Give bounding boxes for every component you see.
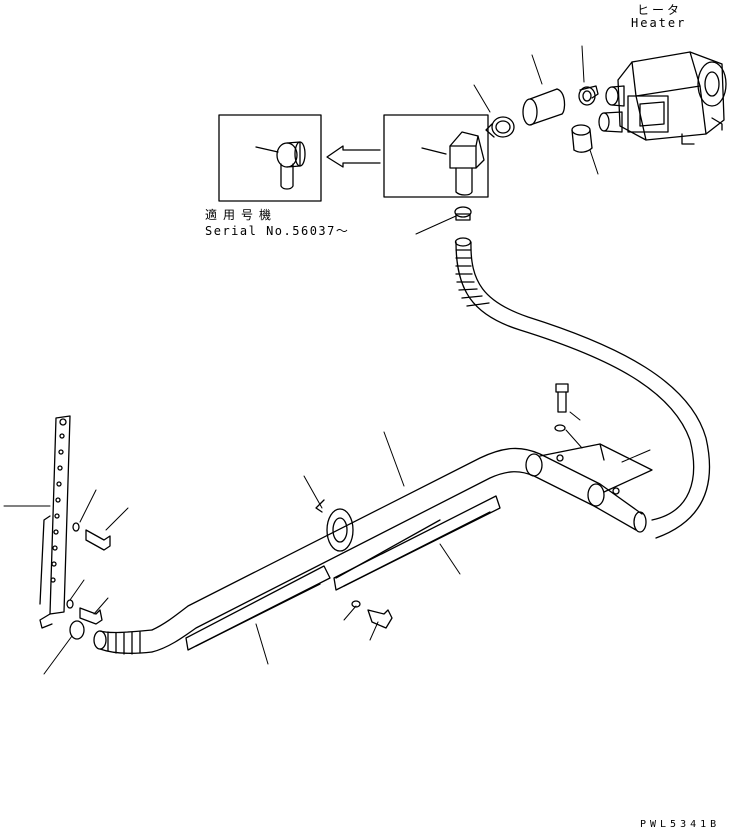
bolt-center: [351, 600, 393, 629]
short-hose: [522, 88, 566, 126]
arrow-left: [326, 145, 381, 168]
heater-outlet-ports: [598, 85, 625, 133]
flexible-hose: [454, 237, 711, 539]
heater-unit: [617, 51, 727, 145]
detail-box-old: [383, 114, 489, 198]
duct-cap: [571, 124, 593, 153]
bolt-upper-left: [72, 522, 111, 551]
vertical-stay: [39, 415, 71, 629]
detail-box-new: [218, 114, 322, 202]
heater-label-english: Heater: [631, 16, 687, 30]
main-duct: [151, 447, 647, 653]
bolt-right: [554, 383, 569, 432]
serial-label-english: Serial No.56037～: [205, 224, 350, 238]
hose-clamp-upper: [578, 85, 599, 106]
heater-label-japanese: ヒータ: [637, 3, 683, 17]
hose-band-clamp: [485, 116, 515, 138]
serial-label-japanese: 適用号機: [205, 208, 278, 222]
duct-grommet: [315, 499, 354, 552]
small-clip: [454, 206, 472, 221]
drawing-number: PWL5341B: [640, 819, 721, 830]
leader-lines: [3, 45, 651, 675]
lower-flex-hose: [93, 629, 153, 655]
duct-brackets: [539, 443, 653, 495]
cover-plate-left: [185, 565, 331, 651]
cover-plate-right: [333, 495, 501, 591]
